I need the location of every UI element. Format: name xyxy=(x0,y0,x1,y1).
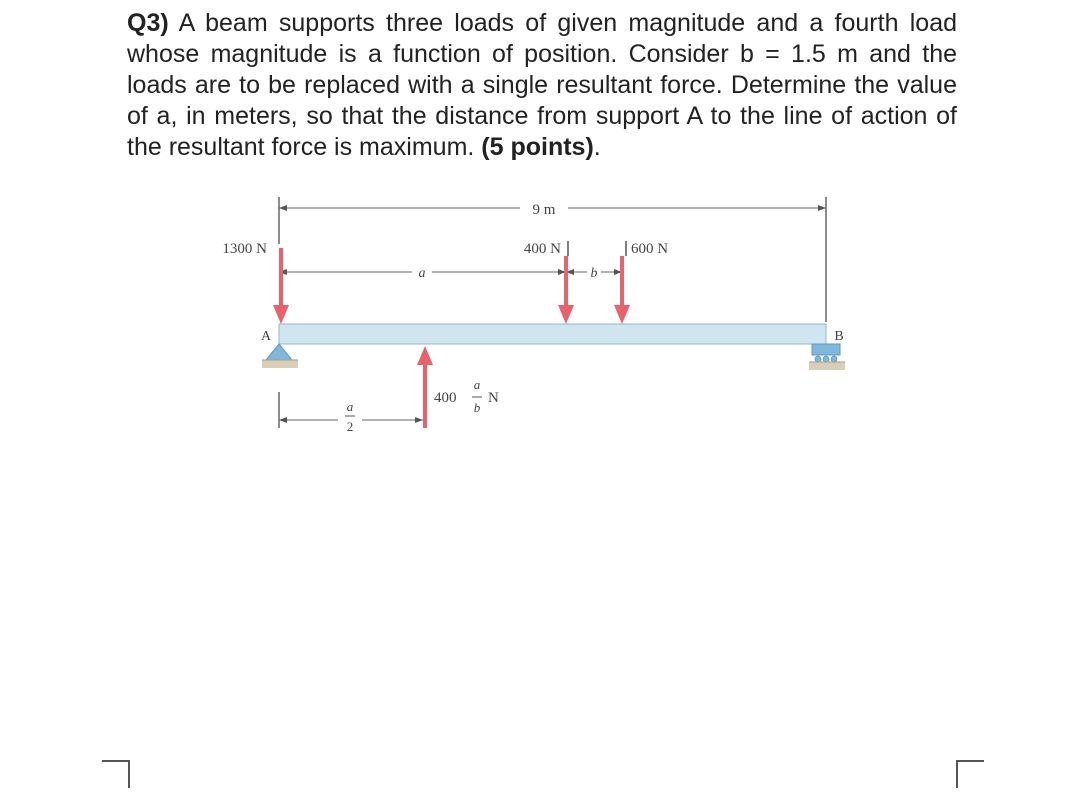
variable-load-numerator: a xyxy=(474,377,481,392)
support-a-label: A xyxy=(261,329,272,344)
span-label: 9 m xyxy=(533,202,556,218)
support-b-roller-3 xyxy=(830,355,838,363)
page-corner-right xyxy=(956,760,984,788)
support-b-ground xyxy=(809,362,845,370)
question-points: (5 points) xyxy=(481,133,594,161)
support-a-ground xyxy=(262,360,298,368)
support-b-roller-2 xyxy=(822,355,830,363)
variable-load-unit: N xyxy=(488,390,499,406)
load-400-label: 400 N xyxy=(524,241,561,257)
question-text: Q3) A beam supports three loads of given… xyxy=(127,8,957,163)
variable-load-arrow-head xyxy=(417,346,433,365)
dim-b-label: b xyxy=(591,266,598,281)
page-corner-left xyxy=(102,760,130,788)
support-b-label-box xyxy=(829,326,849,343)
load-400-arrow-head xyxy=(558,305,574,324)
beam xyxy=(278,323,827,345)
support-b-roller xyxy=(811,343,841,356)
load-600-arrow-head xyxy=(614,305,630,324)
question-body: A beam supports three loads of given mag… xyxy=(127,9,957,161)
dim-half-a-denominator: 2 xyxy=(347,419,354,434)
load-1300-arrow-head xyxy=(273,305,289,324)
support-b-label: B xyxy=(834,329,843,344)
question-end: . xyxy=(593,133,601,161)
dim-half-a-numerator: a xyxy=(347,399,354,414)
load-600-label: 600 N xyxy=(631,241,668,257)
question-label: Q3) xyxy=(127,9,169,37)
variable-load-denominator: b xyxy=(474,400,481,415)
variable-load-coefficient: 400 xyxy=(434,390,457,406)
support-a-pin xyxy=(264,343,294,361)
support-b-roller-1 xyxy=(814,355,822,363)
load-1300-label: 1300 N xyxy=(222,241,267,257)
dim-a-label: a xyxy=(419,266,426,281)
